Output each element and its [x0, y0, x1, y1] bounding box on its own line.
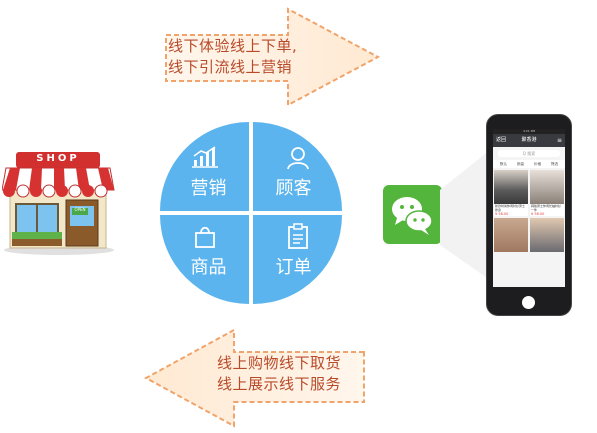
bar-chart-icon [160, 146, 249, 172]
shop-icon [1, 152, 115, 255]
phone-mockup: 4:21 PM 返回 聚香港 ≡ Q 搜索 默认 销量 价格 筛选 新款时尚休闲… [486, 114, 572, 316]
quadrant-customer-label: 顾客 [275, 178, 312, 199]
quadrant-product-label: 商品 [190, 257, 227, 278]
product-name: 新款时尚休闲衬衫男士修身 [495, 204, 526, 212]
shopping-bag-icon [160, 225, 249, 253]
product-card[interactable] [530, 218, 564, 252]
product-photo [530, 218, 564, 252]
filter-price[interactable]: 价格 [533, 162, 542, 166]
product-price: ¥ 58.00 [495, 212, 509, 216]
product-photo [494, 170, 528, 204]
shop-sign-text: SHOP [36, 153, 80, 164]
shop-illustration: SHOP OPEN [1, 146, 116, 258]
filter-default[interactable]: 默认 [499, 162, 508, 166]
home-button[interactable] [522, 296, 535, 309]
quadrant-order-label: 订单 [275, 257, 312, 278]
product-name: 韩版男士休闲长袖衬衫一件 [531, 204, 562, 212]
product-photo [494, 218, 528, 252]
product-grid: 新款时尚休闲衬衫男士修身 ¥ 58.00 韩版男士休闲长袖衬衫一件 ¥ 56.0… [493, 168, 565, 254]
quadrant-marketing-label: 营销 [190, 178, 227, 199]
bottom-arrow: 线上购物线下取货 线上展示线下服务 [140, 328, 370, 428]
phone-screen: 4:21 PM 返回 聚香港 ≡ Q 搜索 默认 销量 价格 筛选 新款时尚休闲… [493, 129, 565, 287]
top-arrow-line-2: 线下引流线上营销 [168, 58, 293, 76]
phone-navbar: 返回 聚香港 ≡ [493, 134, 565, 147]
search-input[interactable]: Q 搜索 [498, 150, 560, 157]
wechat-icon [383, 185, 442, 244]
status-bar: 4:21 PM [493, 129, 565, 134]
person-icon [253, 146, 342, 174]
shop-door-sign: OPEN [74, 207, 86, 212]
product-card[interactable] [494, 218, 528, 252]
filter-more[interactable]: 筛选 [550, 162, 559, 166]
bottom-arrow-line-1: 线上购物线下取货 [217, 354, 342, 372]
quadrant-product: 商品 [160, 215, 249, 304]
product-card[interactable]: 韩版男士休闲长袖衬衫一件 ¥ 56.00 [530, 170, 564, 216]
center-circle: 营销 顾客 商品 订单 [160, 122, 342, 304]
product-price: ¥ 56.00 [531, 212, 545, 216]
filter-bar: 默认 销量 价格 筛选 [493, 160, 565, 168]
bottom-arrow-line-2: 线上展示线下服务 [217, 375, 342, 393]
product-photo [530, 170, 564, 204]
product-card[interactable]: 新款时尚休闲衬衫男士修身 ¥ 58.00 [494, 170, 528, 216]
menu-icon[interactable]: ≡ [556, 137, 562, 144]
phone-title: 聚香港 [521, 137, 537, 143]
quadrant-order: 订单 [253, 215, 342, 304]
clipboard-icon [253, 223, 342, 253]
light-beam [440, 150, 490, 284]
back-button[interactable]: 返回 [496, 137, 507, 143]
filter-sales[interactable]: 销量 [516, 162, 525, 166]
top-arrow-line-1: 线下体验线上下单, [168, 37, 298, 55]
top-arrow: 线下体验线上下单, 线下引流线上营销 [160, 5, 390, 110]
quadrant-marketing: 营销 [160, 122, 249, 211]
quadrant-customer: 顾客 [253, 122, 342, 211]
